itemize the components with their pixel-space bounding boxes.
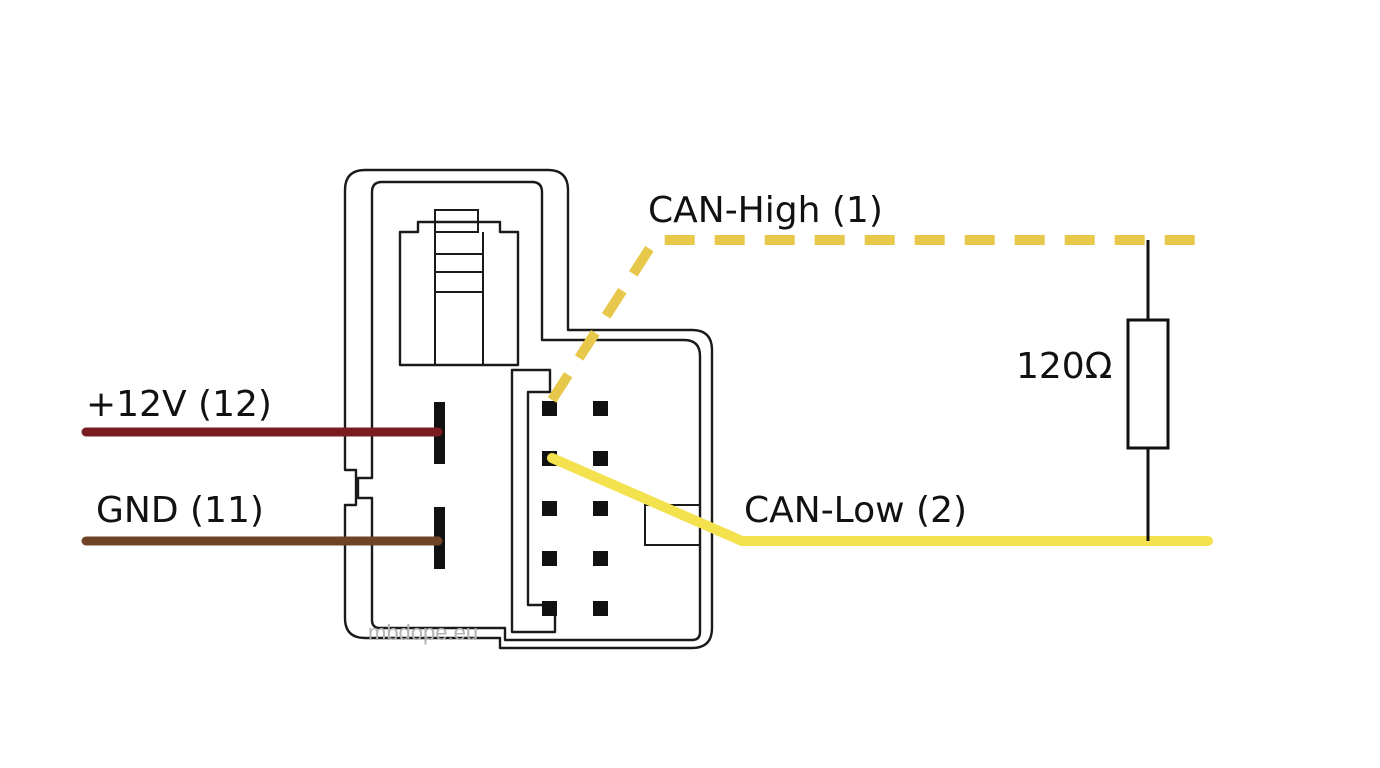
- signal-pin: [593, 501, 608, 516]
- housing-outer-outline: [343, 168, 714, 650]
- termination-resistor: [1126, 240, 1170, 541]
- signal-pin: [542, 401, 557, 416]
- can-high-wire: [547, 235, 1208, 403]
- signal-pin: [593, 451, 608, 466]
- signal-pin: [542, 501, 557, 516]
- pin-block-divider: [510, 368, 557, 634]
- housing-right-notch: [644, 504, 700, 546]
- signal-pin: [593, 551, 608, 566]
- can-low-label: CAN-Low (2): [744, 490, 967, 531]
- signal-pin: [542, 601, 557, 616]
- power-label: +12V (12): [86, 384, 272, 425]
- signal-pin: [542, 551, 557, 566]
- resistor-label: 120Ω: [1016, 346, 1112, 387]
- signal-pin: [593, 601, 608, 616]
- can-high-label: CAN-High (1): [648, 190, 883, 231]
- ground-label: GND (11): [96, 490, 264, 531]
- signal-pin-grid: [542, 401, 608, 616]
- latch-tab: [434, 209, 479, 233]
- latch-outline: [398, 220, 520, 367]
- connector-housing: [343, 168, 714, 650]
- housing-inner-outline: [356, 180, 702, 642]
- resistor-body: [1126, 318, 1170, 450]
- watermark: mbdope.eu: [368, 620, 478, 645]
- signal-pin: [593, 401, 608, 416]
- can-low-wire: [547, 453, 1213, 546]
